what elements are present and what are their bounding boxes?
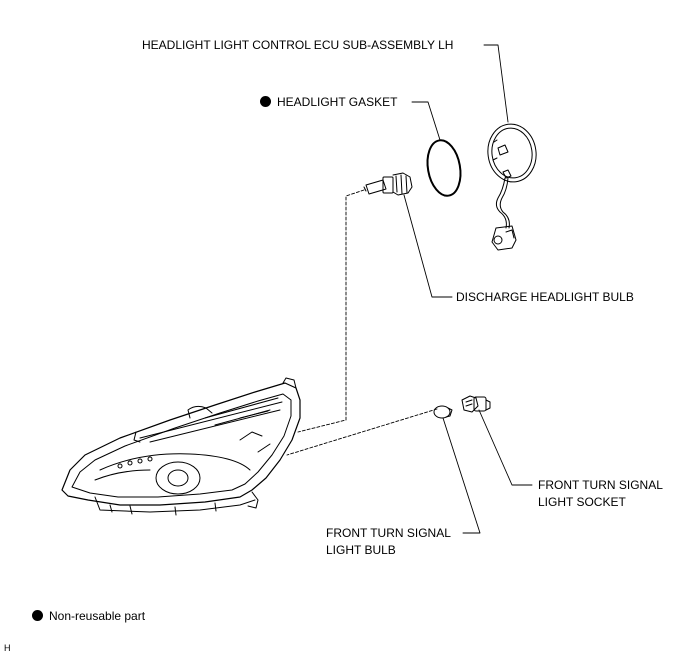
turn-signal-bulb-drawing: [433, 405, 453, 419]
legend: Non-reusable part: [32, 608, 145, 625]
installation-guide-lines: [286, 189, 438, 456]
discharge-bulb-label: DISCHARGE HEADLIGHT BULB: [456, 290, 634, 304]
turn-signal-socket-callout: FRONT TURN SIGNAL LIGHT SOCKET: [538, 477, 663, 511]
gasket-label: HEADLIGHT GASKET: [277, 95, 398, 109]
ecu-label: HEADLIGHT LIGHT CONTROL ECU SUB-ASSEMBLY…: [142, 38, 454, 52]
gasket-ring-drawing: [426, 139, 462, 197]
non-reusable-dot-icon: [32, 610, 43, 621]
turn-signal-socket-label-line2: LIGHT SOCKET: [538, 495, 626, 509]
gasket-callout: HEADLIGHT GASKET: [260, 94, 397, 111]
turn-signal-bulb-callout: FRONT TURN SIGNAL LIGHT BULB: [326, 525, 451, 559]
non-reusable-dot-icon: [260, 96, 271, 107]
headlight-assembly-drawing: [61, 377, 301, 516]
turn-signal-bulb-label-line1: FRONT TURN SIGNAL: [326, 526, 451, 540]
corner-code: H: [4, 643, 11, 653]
ecu-drawing: [487, 123, 537, 251]
legend-text: Non-reusable part: [49, 609, 146, 623]
turn-signal-socket-label-line1: FRONT TURN SIGNAL: [538, 478, 663, 492]
leader-lines: [403, 44, 533, 534]
turn-signal-socket-drawing: [461, 395, 491, 413]
turn-signal-bulb-label-line2: LIGHT BULB: [326, 543, 396, 557]
discharge-bulb-drawing: [363, 172, 413, 196]
